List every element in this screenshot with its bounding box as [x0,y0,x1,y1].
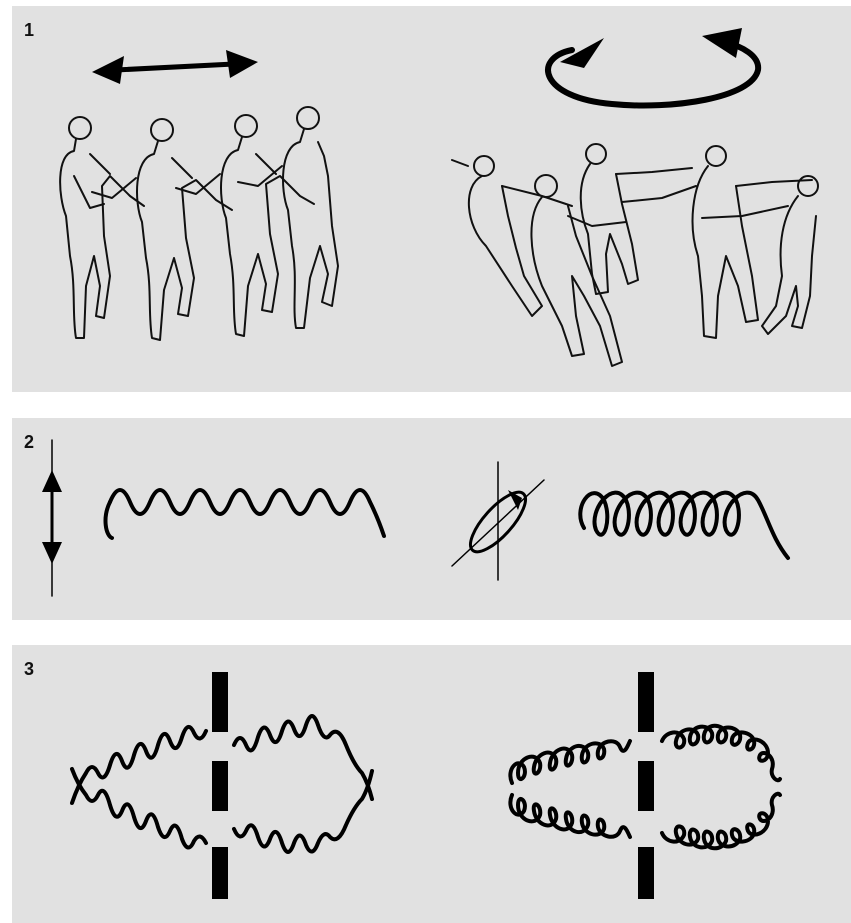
vertical-polarizer-icon [42,440,62,596]
circular-polarizer-icon [452,462,544,580]
panel-1-dancers: 1 [12,6,851,392]
slit-barrier-left [212,672,228,899]
slit-barrier-right [638,672,654,899]
circular-rotation-arrow-icon [548,28,758,106]
dancers-in-line-drawing [60,107,338,340]
linear-wave [110,490,384,536]
panel-1-drawing [12,6,851,392]
circular-helix [580,493,788,558]
panel-2-drawing [12,418,851,620]
dancers-in-circle-drawing [452,144,818,366]
dancer-figure [238,107,338,328]
dancer-figure [176,115,314,336]
dancer-figure [622,146,812,338]
dancer-figure [702,176,818,334]
double-headed-horizontal-arrow-icon [92,50,258,84]
dancer-figure [60,117,144,338]
panel-3-drawing [12,645,851,923]
panel-3-photon-interaction: 3 [12,645,851,923]
panel-2-polarization: 2 [12,418,851,620]
dancer-figure [92,119,232,340]
dancer-figure [531,175,626,366]
dancer-figure [581,144,692,294]
